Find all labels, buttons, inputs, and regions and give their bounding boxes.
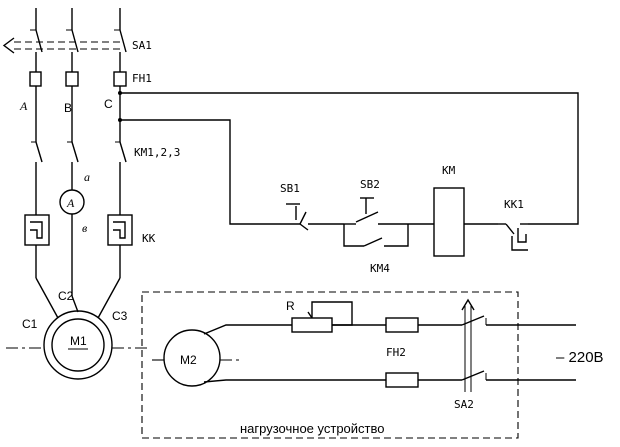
sb2-label: SB2	[360, 178, 380, 191]
kk-thermal-relays	[24, 214, 133, 246]
km123-label: KM1,2,3	[134, 146, 180, 159]
sb1-button	[282, 203, 309, 231]
kk-label: KK	[142, 232, 156, 245]
control-circuit-wires	[120, 92, 579, 225]
sb2-button	[344, 197, 408, 225]
fh2-label: FH2	[386, 346, 406, 359]
r-label: R	[286, 299, 295, 313]
ammeter-label: A	[66, 196, 75, 210]
sb1-label: SB1	[280, 182, 300, 195]
sa1-switch	[2, 29, 127, 54]
phase-lines-top	[35, 8, 121, 30]
c3-label: C3	[112, 309, 128, 323]
fh1-label: FH1	[132, 72, 152, 85]
kk1-contact	[498, 223, 528, 251]
c2-label: C2	[58, 289, 74, 303]
km-coil	[433, 187, 465, 257]
km4-label: KM4	[370, 262, 390, 275]
motor-m1	[43, 310, 113, 380]
m2-label: M2	[180, 353, 197, 367]
km-label: KM	[442, 164, 456, 177]
km4-contact	[343, 224, 409, 247]
fh2-fuse-top	[385, 317, 419, 333]
sa2-switch	[461, 298, 487, 392]
sa2-label: SA2	[454, 398, 474, 411]
load-device-label: нагрузочное устройство	[240, 421, 385, 436]
phase-c-label: C	[104, 97, 113, 111]
node-b-label: в	[82, 221, 87, 235]
motor-m2	[163, 329, 221, 387]
km123-contacts	[31, 141, 127, 163]
c1-label: C1	[22, 317, 38, 331]
voltage-label: – 220В	[556, 349, 604, 366]
load-device-frame	[141, 291, 519, 439]
phase-a-label: A	[19, 99, 28, 113]
m1-label: M1	[70, 334, 87, 348]
fh1-fuses	[29, 71, 127, 87]
rheostat-r	[291, 301, 353, 333]
phase-b-label: B	[64, 101, 72, 115]
kk1-label: KK1	[504, 198, 524, 211]
fh2-fuse-bottom	[385, 372, 419, 388]
sa1-label: SA1	[132, 39, 152, 52]
node-a-label: а	[84, 170, 90, 184]
